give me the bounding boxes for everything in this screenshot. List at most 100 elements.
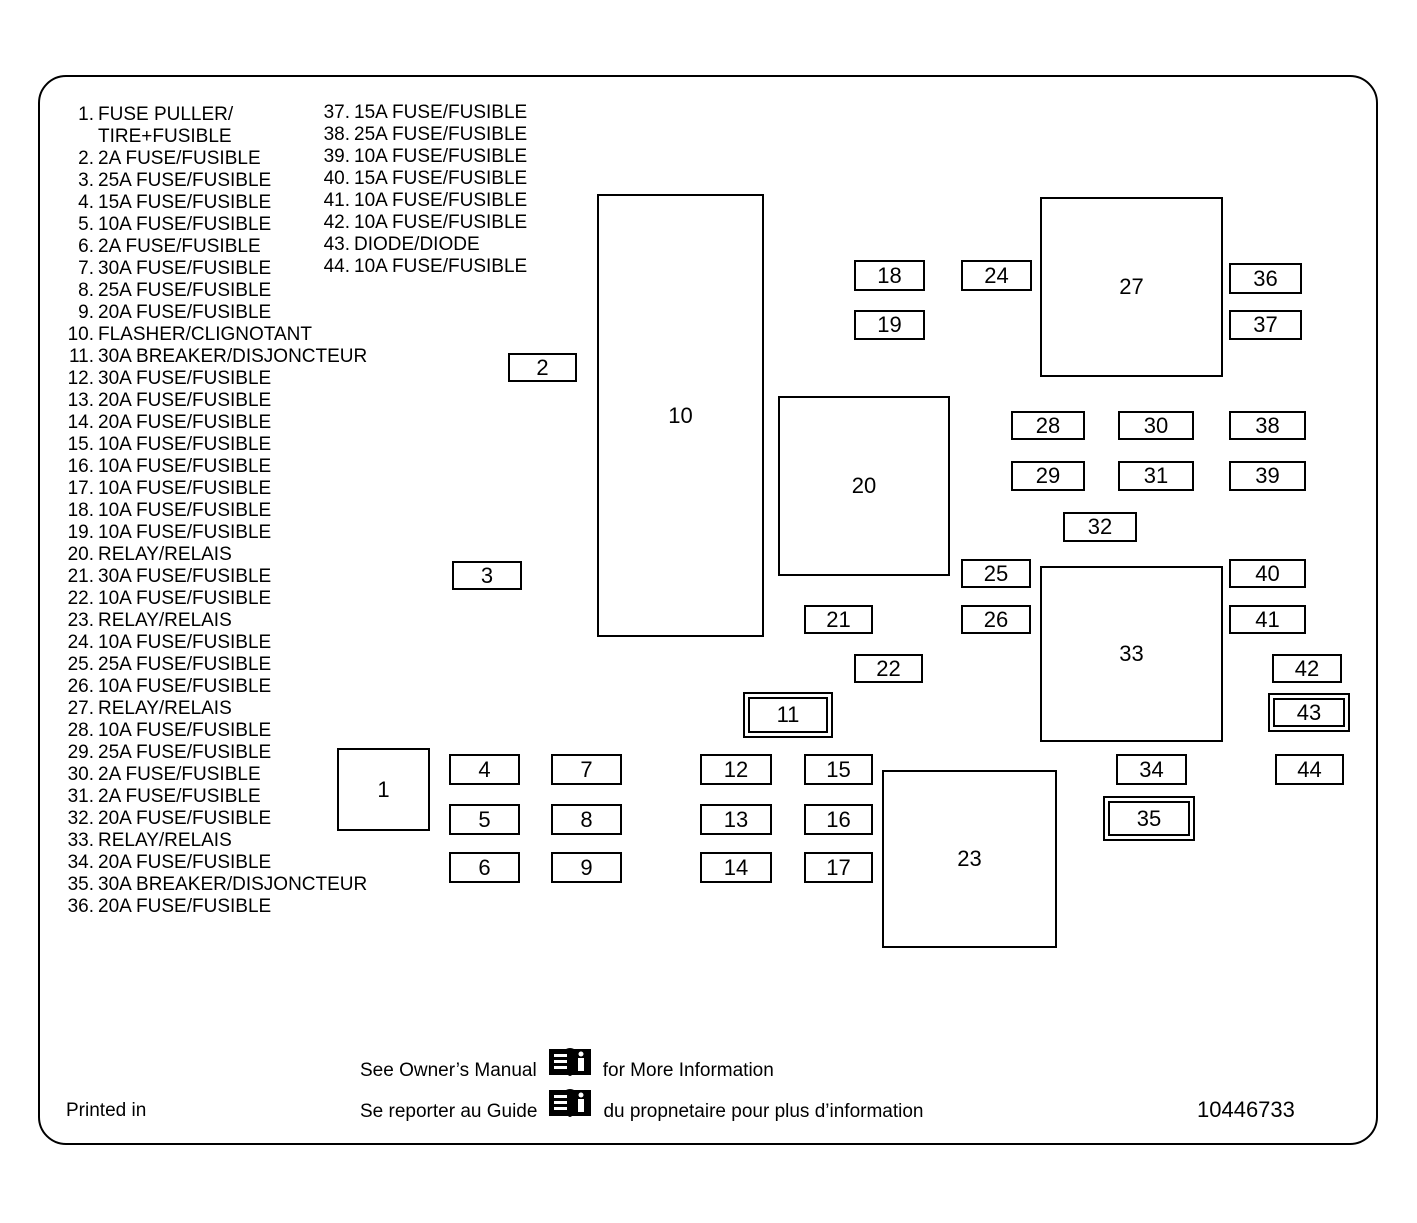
legend-number: 9. [78,302,94,323]
slot-7: 7 [551,754,622,785]
legend-number: 39. [323,146,350,167]
legend-text: 10A FUSE/FUSIBLE [98,478,272,499]
legend-entry: 40.15A FUSE/FUSIBLE [318,168,528,190]
legend-text: 10A FUSE/FUSIBLE [98,434,272,455]
legend-text: 15A FUSE/FUSIBLE [354,102,528,123]
slot-10: 10 [597,194,764,637]
legend-number: 21. [67,566,94,587]
slot-29: 29 [1011,461,1085,491]
legend-text: RELAY/RELAIS [98,544,232,565]
legend-number: 8. [78,280,94,301]
legend-text: 30A BREAKER/DISJONCTEUR [98,874,368,895]
slot-43: 43 [1268,693,1350,732]
footer-see-manual: See Owner’s Manual [360,1060,537,1081]
legend-number: 28. [67,720,94,741]
legend-entry: 43.DIODE/DIODE [318,234,527,256]
legend-entry: 25.25A FUSE/FUSIBLE [62,654,367,676]
slot-4: 4 [449,754,520,785]
footer-reporter-guide: Se reporter au Guide [360,1101,538,1122]
slot-32: 32 [1063,512,1137,542]
legend-number: 37. [323,102,350,123]
legend-number: 36. [67,896,94,917]
slot-27: 27 [1040,197,1223,377]
legend-entry: 32.20A FUSE/FUSIBLE [62,808,367,830]
slot-5: 5 [449,804,520,835]
legend-number: 26. [67,676,94,697]
slot-11: 11 [743,692,833,738]
legend-entry: 42.10A FUSE/FUSIBLE [318,212,528,234]
legend-number: 43. [323,234,350,255]
legend-text: RELAY/RELAIS [98,830,232,851]
slot-22: 22 [854,654,923,683]
legend-entry: 10.FLASHER/CLIGNOTANT [62,324,367,346]
legend-number: 7. [78,258,94,279]
part-number: 10446733 [1197,1097,1295,1122]
slot-18: 18 [854,260,925,291]
slot-15: 15 [804,754,873,785]
legend-text: 30A FUSE/FUSIBLE [98,368,272,389]
slot-31: 31 [1118,461,1194,491]
legend-entry: 8.25A FUSE/FUSIBLE [62,280,367,302]
slot-38: 38 [1229,411,1306,440]
legend-number: 13. [67,390,94,411]
legend-text: 15A FUSE/FUSIBLE [354,168,528,189]
legend-entry: 31.2A FUSE/FUSIBLE [62,786,367,808]
legend-text: 10A FUSE/FUSIBLE [354,190,528,211]
slot-42: 42 [1272,654,1342,683]
slot-24: 24 [961,260,1032,291]
slot-14: 14 [700,852,772,883]
legend-entry: 5.10A FUSE/FUSIBLE [62,214,367,236]
legend-text: 20A FUSE/FUSIBLE [98,412,272,433]
slot-39: 39 [1229,461,1306,491]
legend-entry: 24.10A FUSE/FUSIBLE [62,632,367,654]
legend-text: 10A FUSE/FUSIBLE [98,500,272,521]
printed-in: Printed in [66,1100,147,1121]
legend-text: TIRE+FUSIBLE [98,126,232,147]
slot-19: 19 [854,310,925,340]
legend-number: 1. [78,104,94,125]
legend-number: 25. [67,654,94,675]
slot-41: 41 [1229,605,1306,634]
legend-entry: 3.25A FUSE/FUSIBLE [62,170,367,192]
legend-entry: 23.RELAY/RELAIS [62,610,367,632]
legend-entry: 16.10A FUSE/FUSIBLE [62,456,367,478]
legend-text: 20A FUSE/FUSIBLE [98,808,272,829]
legend-text: 10A FUSE/FUSIBLE [98,214,272,235]
legend-entry: 13.20A FUSE/FUSIBLE [62,390,367,412]
footer-plus-information: du propnetaire pour plus d’information [603,1101,924,1122]
legend-number: 15. [67,434,94,455]
slot-26: 26 [961,605,1031,634]
slot-28: 28 [1011,411,1085,440]
slot-6: 6 [449,852,520,883]
legend-text: 30A BREAKER/DISJONCTEUR [98,346,368,367]
legend-text: 10A FUSE/FUSIBLE [354,146,528,167]
slot-33: 33 [1040,566,1223,742]
legend-entry: 19.10A FUSE/FUSIBLE [62,522,367,544]
legend-text: 10A FUSE/FUSIBLE [98,522,272,543]
slot-1: 1 [337,748,430,831]
legend-number: 34. [67,852,94,873]
slot-37: 37 [1229,310,1302,340]
legend-text: 25A FUSE/FUSIBLE [98,280,272,301]
legend-entry: 36.20A FUSE/FUSIBLE [62,896,367,918]
legend-number: 12. [67,368,94,389]
legend-entry: 21.30A FUSE/FUSIBLE [62,566,367,588]
legend-text: 30A FUSE/FUSIBLE [98,566,272,587]
legend-number: 32. [67,808,94,829]
legend-entry: 12.30A FUSE/FUSIBLE [62,368,367,390]
legend-text: DIODE/DIODE [354,234,480,255]
legend-entry: 29.25A FUSE/FUSIBLE [62,742,367,764]
legend-number: 14. [67,412,94,433]
slot-8: 8 [551,804,622,835]
legend-number: 23. [67,610,94,631]
legend-number: 33. [67,830,94,851]
legend-text: 2A FUSE/FUSIBLE [98,236,261,257]
legend-text: 10A FUSE/FUSIBLE [98,456,272,477]
legend-entry: 26.10A FUSE/FUSIBLE [62,676,367,698]
legend-entry: 4.15A FUSE/FUSIBLE [62,192,367,214]
legend-number: 41. [323,190,350,211]
legend-number: 20. [67,544,94,565]
legend-number: 6. [78,236,94,257]
legend-number: 40. [323,168,350,189]
